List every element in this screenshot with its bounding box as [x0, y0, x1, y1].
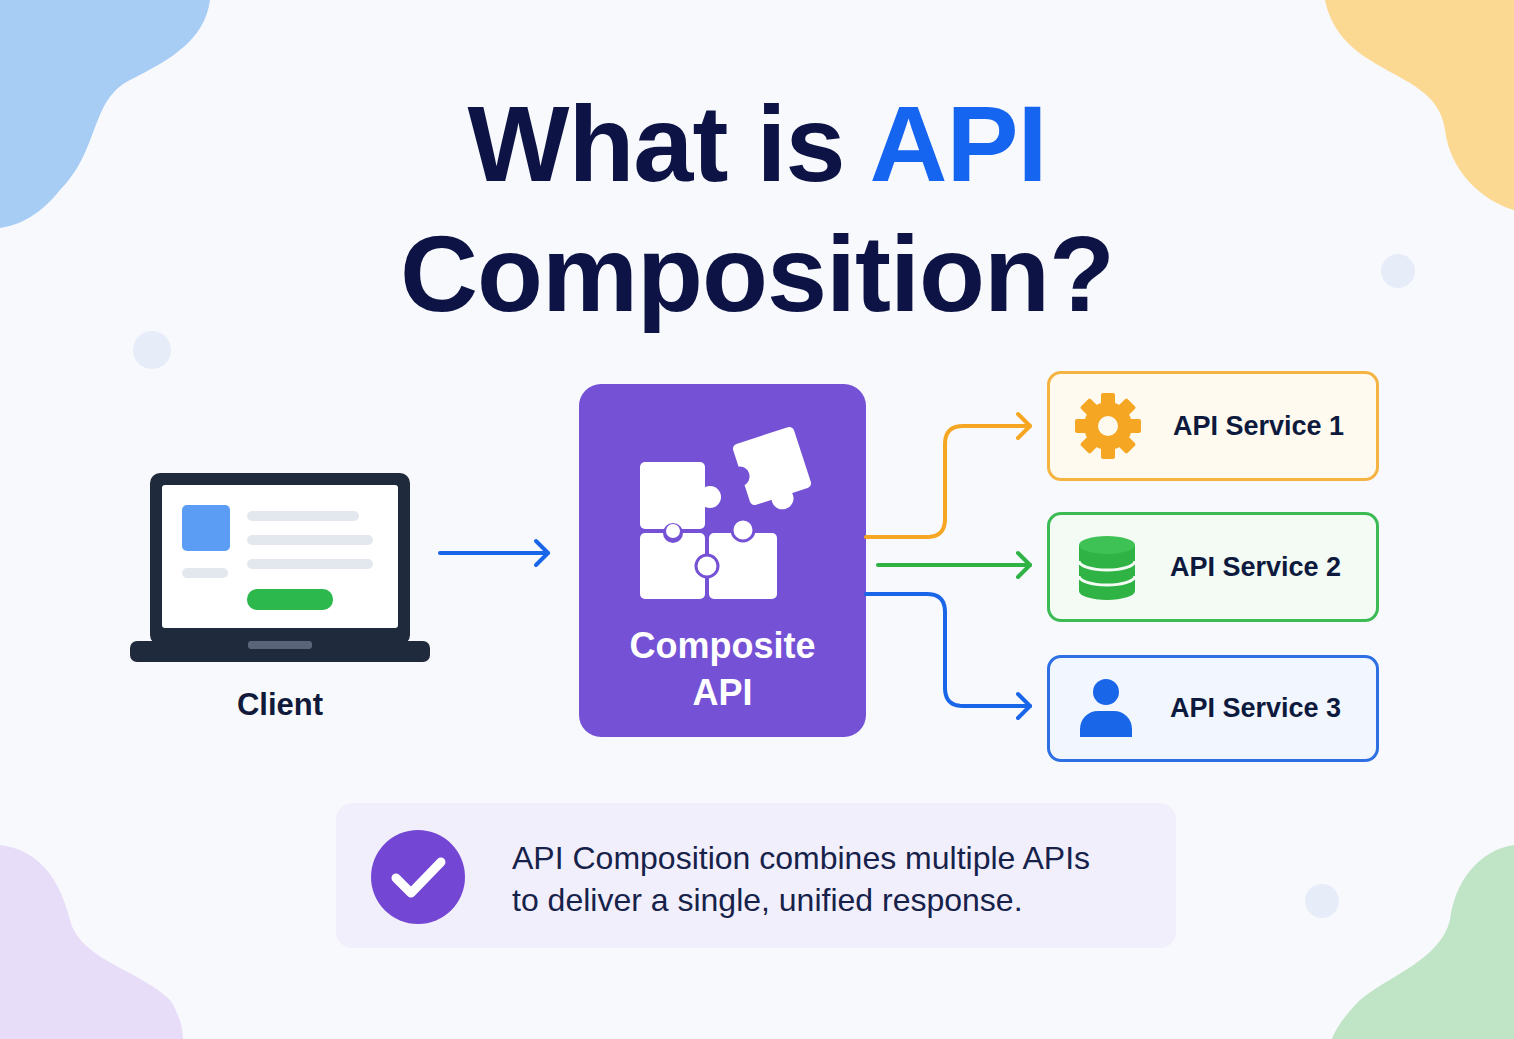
client-node: Client [130, 470, 430, 725]
composite-api-box: Composite API [579, 384, 866, 737]
connector-arrow [878, 553, 1030, 577]
caption: API Composition combines multiple APIs t… [512, 837, 1112, 921]
node-label: Composite API [613, 622, 833, 716]
laptop-notch [248, 641, 312, 649]
decor-dot [1305, 884, 1339, 918]
decor-dot [1381, 254, 1415, 288]
title: What is API Composition? [207, 79, 1307, 339]
arrow-head [1018, 414, 1030, 438]
screen-line [247, 559, 373, 569]
node-label: API Service 1 [1173, 411, 1344, 442]
screen-line [247, 511, 359, 521]
laptop-base [130, 641, 430, 662]
service-box: API Service 1 [1047, 371, 1379, 481]
connector-line [866, 426, 1030, 537]
screen-line [182, 568, 228, 578]
corner-blob [0, 0, 210, 228]
corner-blob [1332, 845, 1514, 1039]
arrow-head [1018, 694, 1030, 718]
title-word: is [756, 83, 844, 204]
check-badge [371, 830, 465, 924]
laptop-screen [162, 485, 398, 628]
laptop-screen-frame [150, 473, 410, 645]
connector-arrow [866, 594, 1030, 718]
service-box: API Service 2 [1047, 512, 1379, 622]
corner-blob [1325, 0, 1514, 210]
connector-line [878, 563, 1030, 567]
check-mark [396, 862, 441, 893]
screen-image [182, 505, 230, 551]
caption-panel [336, 803, 1176, 948]
corner-blob [0, 845, 183, 1039]
title-word: API [869, 83, 1046, 204]
connector-line [866, 594, 1030, 706]
decor-dot [133, 331, 171, 369]
screen-button [247, 589, 333, 610]
node-label: Client [237, 685, 323, 725]
arrow-head [1018, 553, 1030, 577]
arrow-head [536, 541, 548, 565]
service-box: API Service 3 [1047, 655, 1379, 762]
title-word: Composition? [400, 213, 1114, 334]
screen-line [247, 535, 373, 545]
connector-line [440, 551, 548, 555]
connector-arrow [866, 414, 1030, 537]
node-label: API Service 3 [1170, 693, 1341, 724]
title-word: What [467, 83, 727, 204]
node-label: API Service 2 [1170, 552, 1341, 583]
connector-arrow [440, 541, 548, 565]
